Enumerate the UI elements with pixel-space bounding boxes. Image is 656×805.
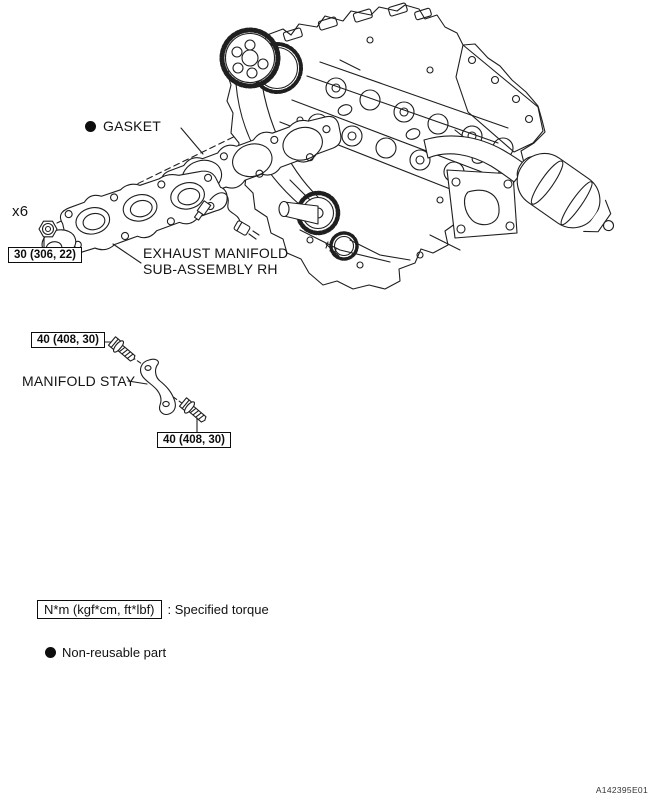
torque-unit-box: N*m (kgf*cm, ft*lbf) — [37, 600, 162, 619]
nut-count-label: x6 — [12, 203, 29, 220]
exhaust-manifold-label-line1: EXHAUST MANIFOLD — [143, 245, 289, 261]
stay-upper-torque-spec: 40 (408, 30) — [31, 332, 106, 348]
exhaust-mount-plate — [447, 170, 517, 238]
non-reusable-legend: Non-reusable part — [45, 645, 166, 660]
non-reusable-label: Non-reusable part — [62, 645, 167, 660]
stay-upper-bolt-icon — [106, 335, 139, 366]
nut-icon — [39, 221, 57, 237]
crank-sprocket-icon — [279, 193, 357, 259]
torque-legend: N*m (kgf*cm, ft*lbf) : Specified torque — [37, 600, 269, 619]
gasket-callout: GASKET — [85, 118, 161, 134]
non-reusable-dot-icon — [85, 120, 96, 132]
cam-sprocket-icon — [222, 30, 301, 92]
stay-lower-torque-spec: 40 (408, 30) — [157, 432, 232, 448]
exhaust-manifold-label-line2: SUB-ASSEMBLY RH — [143, 261, 278, 277]
stay-label-leader-line — [128, 381, 147, 384]
engine-illustration — [222, 3, 628, 289]
catalytic-converter-illustration — [505, 142, 628, 250]
non-reusable-dot-icon — [45, 647, 56, 658]
exhaust-manifold-callout: EXHAUST MANIFOLD SUB-ASSEMBLY RH — [143, 245, 288, 277]
nut-torque-spec: 30 (306, 22) — [8, 247, 83, 263]
stud-bolt-icon — [326, 242, 339, 256]
gasket-leader-line — [181, 128, 203, 154]
stay-lower-bolt-icon — [177, 396, 210, 427]
manifold-stay-label: MANIFOLD STAY — [22, 373, 136, 389]
oxygen-sensor-illustration — [193, 193, 259, 239]
manifold-stay-illustration — [141, 359, 176, 414]
figure-id: A142395E01 — [595, 785, 648, 795]
gasket-label: GASKET — [103, 118, 161, 134]
manifold-leader-line — [113, 244, 141, 263]
torque-meaning-label: : Specified torque — [167, 602, 269, 617]
